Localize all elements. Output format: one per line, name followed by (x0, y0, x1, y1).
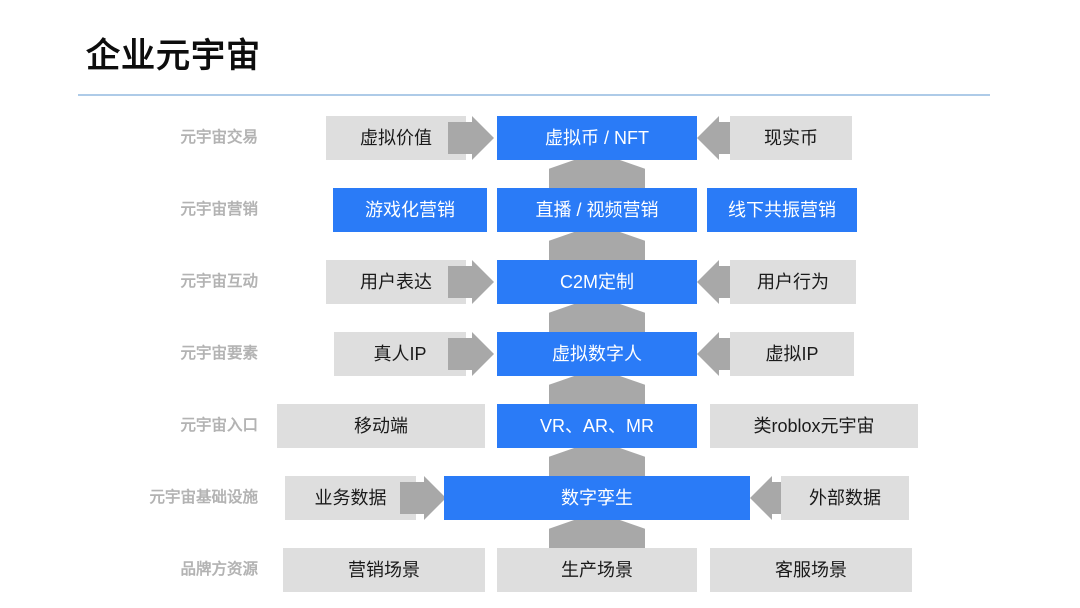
node-virtual-currency-nft[interactable]: 虚拟币 / NFT (497, 116, 697, 160)
node-mobile-terminal[interactable]: 移动端 (277, 404, 485, 448)
metaverse-stack-diagram: 元宇宙交易 虚拟价值 虚拟币 / NFT 现实币 元宇宙营销 游戏化营销 直播 … (0, 100, 1080, 608)
row-label-interaction: 元宇宙互动 (180, 273, 258, 290)
node-business-data[interactable]: 业务数据 (285, 476, 416, 520)
node-marketing-scenario[interactable]: 营销场景 (283, 548, 485, 592)
slide-header: 企业元宇宙 (0, 0, 1080, 100)
arrow-right-icon-trade-left (448, 116, 494, 160)
diagram-row-trade: 元宇宙交易 虚拟价值 虚拟币 / NFT 现实币 (0, 116, 1080, 160)
node-external-data[interactable]: 外部数据 (781, 476, 909, 520)
diagram-row-elements: 元宇宙要素 真人IP 虚拟数字人 虚拟IP (0, 332, 1080, 376)
row-label-brand-resources: 品牌方资源 (180, 561, 258, 578)
diagram-row-infrastructure: 元宇宙基础设施 业务数据 数字孪生 外部数据 (0, 476, 1080, 520)
arrow-right-icon-interaction-left (448, 260, 494, 304)
diagram-row-brand-resources: 品牌方资源 营销场景 生产场景 客服场景 (0, 548, 1080, 592)
node-real-person-ip[interactable]: 真人IP (334, 332, 466, 376)
node-digital-twin[interactable]: 数字孪生 (444, 476, 750, 520)
row-label-elements: 元宇宙要素 (180, 345, 258, 362)
node-virtual-digital-human[interactable]: 虚拟数字人 (497, 332, 697, 376)
title-divider (78, 94, 990, 96)
row-label-infrastructure: 元宇宙基础设施 (149, 489, 258, 506)
node-c2m-customization[interactable]: C2M定制 (497, 260, 697, 304)
node-live-video-marketing[interactable]: 直播 / 视频营销 (497, 188, 697, 232)
diagram-row-marketing: 元宇宙营销 游戏化营销 直播 / 视频营销 线下共振营销 (0, 188, 1080, 232)
node-vr-ar-mr[interactable]: VR、AR、MR (497, 404, 697, 448)
arrow-right-icon-infrastructure-left (400, 476, 446, 520)
row-label-trade: 元宇宙交易 (180, 129, 258, 146)
row-label-marketing: 元宇宙营销 (180, 201, 258, 218)
node-customer-service-scenario[interactable]: 客服场景 (710, 548, 912, 592)
node-production-scenario[interactable]: 生产场景 (497, 548, 697, 592)
node-virtual-ip[interactable]: 虚拟IP (730, 332, 854, 376)
page-title: 企业元宇宙 (86, 37, 261, 75)
node-gamified-marketing[interactable]: 游戏化营销 (333, 188, 487, 232)
diagram-row-interaction: 元宇宙互动 用户表达 C2M定制 用户行为 (0, 260, 1080, 304)
node-virtual-value[interactable]: 虚拟价值 (326, 116, 466, 160)
node-offline-resonance-marketing[interactable]: 线下共振营销 (707, 188, 857, 232)
diagram-row-entry: 元宇宙入口 移动端 VR、AR、MR 类roblox元宇宙 (0, 404, 1080, 448)
node-user-expression[interactable]: 用户表达 (326, 260, 466, 304)
row-label-entry: 元宇宙入口 (180, 417, 258, 434)
node-roblox-like-metaverse[interactable]: 类roblox元宇宙 (710, 404, 918, 448)
node-real-currency[interactable]: 现实币 (730, 116, 852, 160)
arrow-right-icon-elements-left (448, 332, 494, 376)
node-user-behavior[interactable]: 用户行为 (730, 260, 856, 304)
